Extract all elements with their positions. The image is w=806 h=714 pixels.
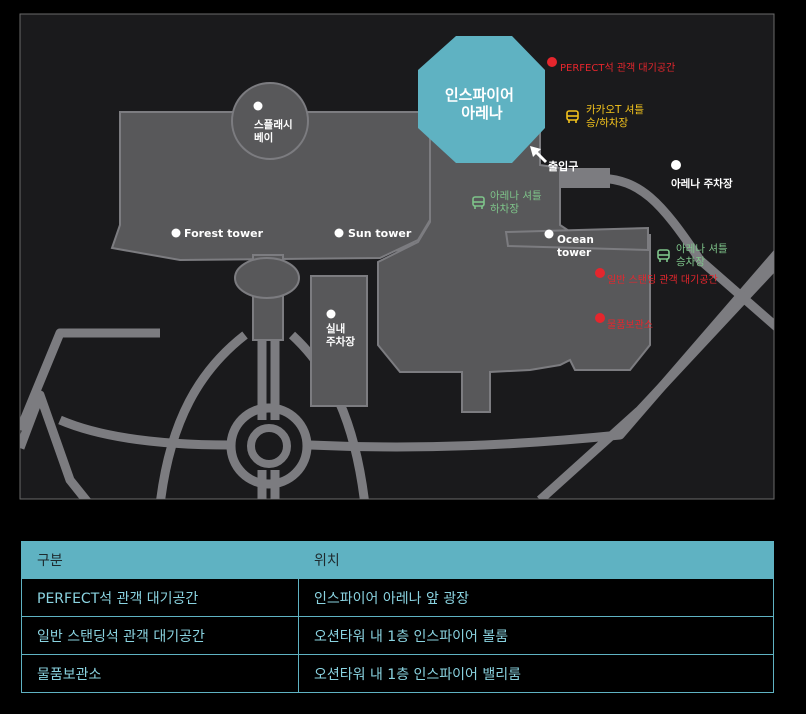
row-category: 물품보관소 — [21, 654, 299, 693]
storage-marker — [595, 313, 605, 323]
venue-map: 인스파이어 아레나 스플래시 베이 Forest tower Sun tower… — [19, 13, 775, 500]
table-row: 물품보관소 오션타워 내 1층 인스파이어 밸리룸 — [21, 654, 774, 693]
arena-complex — [377, 111, 651, 413]
kakao-shuttle-label: 카카오T 셔틀 승/하차장 — [586, 104, 647, 129]
bus-icon — [566, 110, 579, 123]
sun-tower-label: Sun tower — [348, 227, 412, 240]
ocean-tower — [504, 226, 649, 252]
table-row: 일반 스탠딩석 관객 대기공간 오션타워 내 1층 인스파이어 볼룸 — [21, 616, 774, 655]
row-category: 일반 스탠딩석 관객 대기공간 — [21, 616, 299, 655]
ocean-tower-marker — [544, 229, 554, 239]
arena-shuttle-board-label: 아레나 셔틀 승차장 — [676, 243, 731, 268]
row-location: 인스파이어 아레나 앞 광장 — [298, 578, 774, 617]
row-location: 오션타워 내 1층 인스파이어 볼룸 — [298, 616, 774, 655]
sun-tower-marker — [334, 228, 344, 238]
arena-parking-label: 아레나 주차장 — [671, 177, 733, 190]
forest-tower-marker — [171, 228, 181, 238]
splash-bay — [231, 82, 309, 160]
location-table: 구분 위치 PERFECT석 관객 대기공간 인스파이어 아레나 앞 광장 일반… — [21, 541, 774, 693]
indoor-parking — [310, 275, 368, 407]
general-waiting-label: 일반 스탠딩 관객 대기공간 — [607, 274, 718, 286]
indoor-parking-label: 실내 주차장 — [326, 322, 355, 348]
header-location: 위치 — [298, 541, 774, 579]
arena-parking-marker — [671, 160, 681, 170]
table-row: PERFECT석 관객 대기공간 인스파이어 아레나 앞 광장 — [21, 578, 774, 617]
arena-shuttle-drop-label: 아레나 셔틀 하차장 — [490, 190, 545, 215]
table-header-row: 구분 위치 — [21, 541, 774, 579]
ocean-tower-label: Ocean tower — [557, 234, 598, 259]
arena-octagon — [418, 36, 545, 163]
general-waiting-marker — [595, 268, 605, 278]
bus-icon — [472, 196, 485, 209]
perfect-waiting-label: PERFECT석 관객 대기공간 — [560, 62, 675, 74]
storage-label: 물품보관소 — [607, 319, 653, 331]
entrance-label: 출입구 — [548, 159, 578, 173]
roads — [20, 173, 774, 499]
header-category: 구분 — [21, 541, 299, 579]
perfect-waiting-marker — [547, 57, 557, 67]
roundabout-outer — [226, 403, 312, 489]
splash-bay-label: 스플래시 베이 — [254, 118, 296, 144]
entrance-arrow-icon — [530, 146, 548, 164]
podium — [234, 257, 300, 299]
splash-bay-marker — [253, 101, 263, 111]
forest-tower-label: Forest tower — [184, 227, 264, 240]
roundabout-inner — [247, 424, 291, 468]
arena-label: 인스파이어 아레나 — [445, 86, 519, 122]
bus-icon — [657, 249, 670, 262]
row-location: 오션타워 내 1층 인스파이어 밸리룸 — [298, 654, 774, 693]
indoor-parking-marker — [326, 309, 336, 319]
row-category: PERFECT석 관객 대기공간 — [21, 578, 299, 617]
